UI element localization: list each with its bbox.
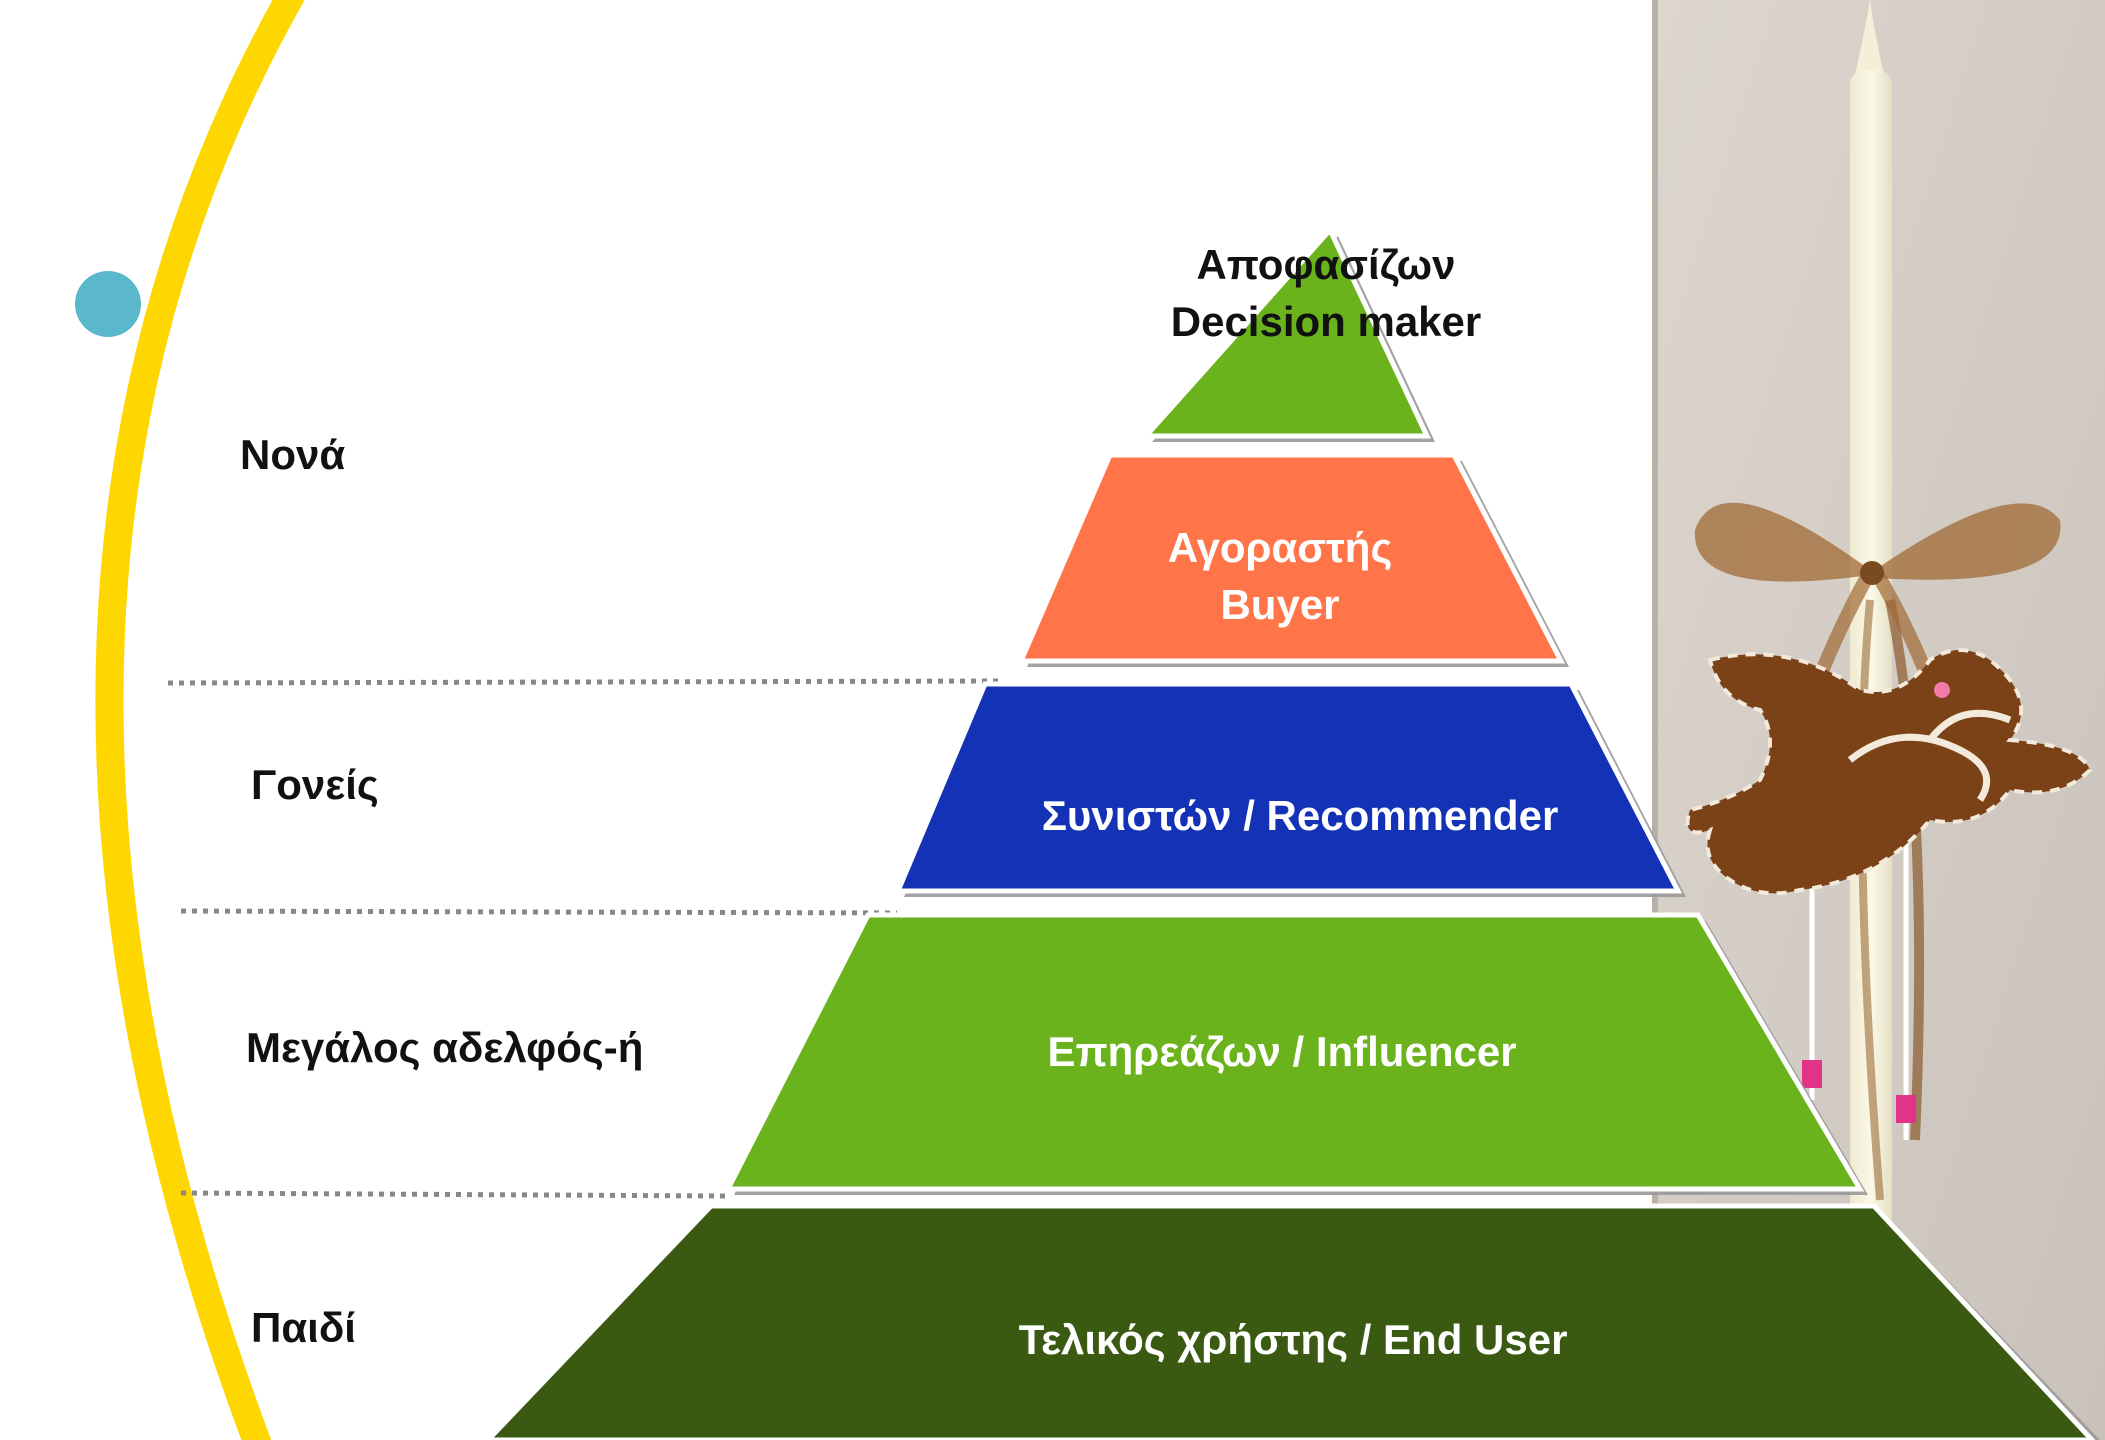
role-label-child: Παιδί [251, 1304, 356, 1351]
decorative-arc [95, 0, 305, 1440]
separator-line-1 [167, 678, 1003, 686]
separator-line-2 [180, 908, 898, 916]
role-label-godmother: Νονά [240, 431, 346, 478]
tier-label-buyer: Αγοραστής Buyer [1168, 520, 1393, 633]
tier-label-decision-maker: Αποφασίζων Decision maker [1171, 237, 1482, 350]
decorative-dot [75, 271, 141, 337]
separator-line-3 [180, 1190, 727, 1199]
pyramid-tier-buyer [1017, 452, 1566, 664]
tier-label-buyer-gr: Αγοραστής [1167, 524, 1393, 571]
tier-label-buyer-en: Buyer [1220, 580, 1340, 628]
pyramid-tier-influencer [723, 912, 1865, 1192]
pyramid-tier-end-user [484, 1203, 2096, 1440]
tier-label-decision-maker-gr: Αποφασίζων [1196, 241, 1456, 288]
pyramid-tier-decision-maker [1140, 225, 1431, 439]
tier-label-recommender: Συνιστών / Recommender [1041, 792, 1559, 839]
role-label-parents: Γονείς [251, 761, 379, 808]
easter-candle-photo [1652, 0, 2105, 1440]
role-label-older-sibling: Μεγάλος αδελφός-ή [246, 1024, 644, 1071]
pyramid-tier-recommender [894, 681, 1683, 894]
tier-label-end-user: Τελικός χρήστης / End User [1018, 1316, 1568, 1363]
tier-label-influencer: Επηρεάζων / Influencer [1047, 1028, 1517, 1075]
tier-label-decision-maker-en: Decision maker [1170, 297, 1482, 345]
